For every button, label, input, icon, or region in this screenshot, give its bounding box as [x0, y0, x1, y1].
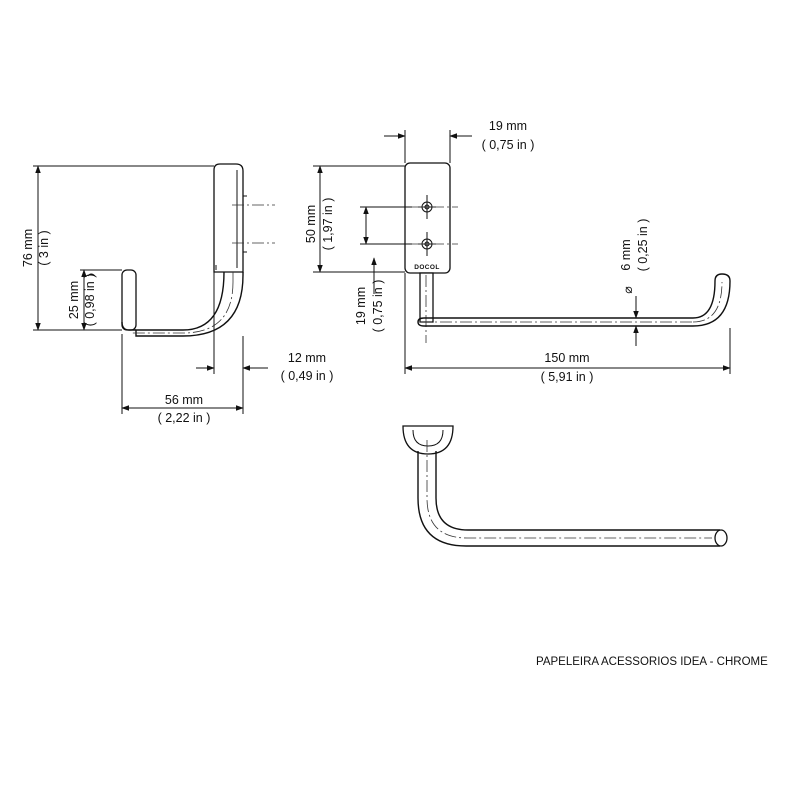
front-diameter-mm: 6 mm	[619, 239, 633, 270]
front-hole-spacing-mm: 50 mm	[304, 205, 318, 243]
front-plate-width-mm: 19 mm	[489, 119, 527, 133]
side-plate-mm: 12 mm	[288, 351, 326, 365]
front-view: DOCOL 19 mm ( 0,75 in ) 50 mm ( 1,97 in …	[304, 119, 731, 384]
side-height-in: ( 3 in )	[37, 230, 51, 265]
front-diameter-in: ( 0,25 in )	[636, 219, 650, 272]
document-title: PAPELEIRA ACESSORIOS IDEA - CHROME	[536, 656, 768, 668]
top-view-rod-end	[714, 529, 728, 547]
side-depth-mm: 56 mm	[165, 393, 203, 407]
side-view: 76 mm ( 3 in ) 25 mm ( 0,98 in ) 56 mm (…	[21, 163, 334, 425]
side-plate-in: ( 0,49 in )	[281, 369, 334, 383]
brand-mark: DOCOL	[414, 264, 439, 271]
diameter-symbol: ⌀	[621, 286, 635, 294]
front-plate-width-in: ( 0,75 in )	[482, 138, 535, 152]
side-view-mounting-plate	[213, 163, 244, 273]
side-view-tube-end	[121, 269, 137, 331]
side-tube-height-in: ( 0,98 in )	[83, 274, 97, 327]
front-length-mm: 150 mm	[544, 351, 589, 365]
top-view-rod	[417, 451, 720, 547]
front-hole-spacing-in: ( 1,97 in )	[321, 198, 335, 251]
side-tube-height-mm: 25 mm	[67, 281, 81, 319]
front-offset-mm: 19 mm	[354, 287, 368, 325]
front-length-in: ( 5,91 in )	[541, 370, 594, 384]
side-view-tube	[135, 271, 244, 337]
side-height-mm: 76 mm	[21, 229, 35, 267]
side-depth-in: ( 2,22 in )	[158, 411, 211, 425]
top-view-base	[402, 425, 454, 455]
front-view-rod	[417, 273, 731, 327]
front-offset-in: ( 0,75 in )	[371, 280, 385, 333]
top-view	[402, 425, 728, 547]
